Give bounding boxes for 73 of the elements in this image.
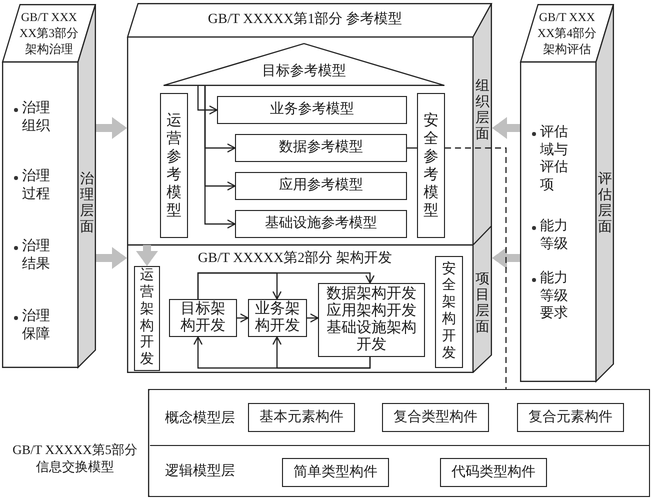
side-face-label: 评估层面 — [598, 172, 612, 236]
box-label: 复合类型构件 — [394, 410, 478, 426]
box-label: 应用架构开发 — [326, 303, 416, 320]
model-box — [382, 403, 489, 432]
block-arrow — [96, 117, 127, 139]
model-box — [169, 299, 237, 337]
model-box — [440, 458, 547, 487]
connector-line — [407, 147, 417, 149]
box-label: 目标架构开发 — [180, 301, 226, 335]
section-block — [127, 245, 492, 373]
roof-triangle — [163, 43, 445, 86]
pillar-block — [2, 4, 96, 368]
layer-band — [150, 390, 649, 445]
vertical-model-box — [134, 266, 160, 371]
side-face-label: 项目层面 — [476, 272, 490, 336]
box-label: 简单类型构件 — [294, 464, 378, 480]
box-label: 代码类型构件 — [452, 464, 536, 480]
block-arrow — [492, 247, 520, 269]
box-label: 安全架构开发 — [442, 262, 456, 362]
model-box — [235, 172, 407, 200]
arrow — [197, 86, 218, 115]
list-item: 能力等级要求 — [540, 270, 568, 322]
box-label: 基础设施架构开发 — [326, 320, 418, 354]
box-label: 运营架构开发 — [140, 268, 154, 369]
list-item: 治理结果 — [22, 238, 50, 273]
model-box — [282, 458, 389, 487]
block-arrow — [492, 117, 520, 139]
vertical-model-box — [160, 93, 188, 238]
layer-band — [150, 445, 649, 496]
side-face-label: 治理层面 — [80, 172, 94, 236]
arrow — [272, 336, 371, 369]
layer-label: 概念模型层 — [165, 410, 235, 426]
section-title: GB/T XXXXX第1部分 参考模型 — [206, 11, 404, 29]
box-label: 安全参考模型 — [424, 112, 438, 220]
arrow — [197, 272, 282, 300]
list-item: 治理过程 — [22, 168, 50, 203]
section-block — [127, 3, 492, 245]
arrow — [307, 313, 319, 323]
vertical-model-box — [435, 256, 463, 368]
block-arrow — [136, 245, 158, 266]
layer-label: 逻辑模型层 — [165, 462, 235, 480]
roof-label: 目标参考模型 — [262, 63, 346, 81]
model-box — [217, 96, 407, 124]
frame-title: GB/T XXXXX第5部分信息交换模型 — [11, 441, 139, 475]
model-box — [235, 134, 407, 162]
arrow — [237, 313, 249, 323]
list-item: 治理保障 — [22, 308, 50, 343]
box-label: 基本元素构件 — [260, 410, 344, 426]
model-box — [517, 403, 624, 432]
box-label: 业务参考模型 — [270, 102, 354, 118]
model-box — [248, 299, 307, 337]
list-item: 能力等级 — [540, 218, 568, 253]
side-face-label: 组织层面 — [476, 79, 490, 144]
dashed-connector — [445, 147, 507, 389]
pillar-title: GB/T XXXXX第4部分架构评估 — [537, 9, 597, 57]
block-arrow — [96, 247, 127, 269]
section-title: GB/T XXXXX第2部分 架构开发 — [196, 250, 394, 268]
list-item: 评估域与评估项 — [540, 124, 568, 194]
box-label: 数据架构开发 — [326, 286, 416, 302]
arrow — [204, 86, 236, 229]
box-label: 基础设施参考模型 — [265, 216, 377, 232]
box-label: 运营参考模型 — [166, 112, 182, 220]
pillar-block — [520, 4, 614, 382]
box-label: 数据参考模型 — [279, 140, 363, 156]
list-item: 治理组织 — [22, 100, 50, 135]
box-label: 业务架构开发 — [255, 301, 300, 335]
vertical-model-box — [417, 93, 445, 238]
model-box — [318, 283, 425, 357]
box-label: 复合元素构件 — [528, 410, 612, 426]
model-box — [235, 210, 407, 238]
model-box — [248, 403, 355, 432]
box-label: 应用参考模型 — [279, 178, 363, 194]
pillar-title: GB/T XXXXX第3部分架构治理 — [19, 9, 79, 57]
